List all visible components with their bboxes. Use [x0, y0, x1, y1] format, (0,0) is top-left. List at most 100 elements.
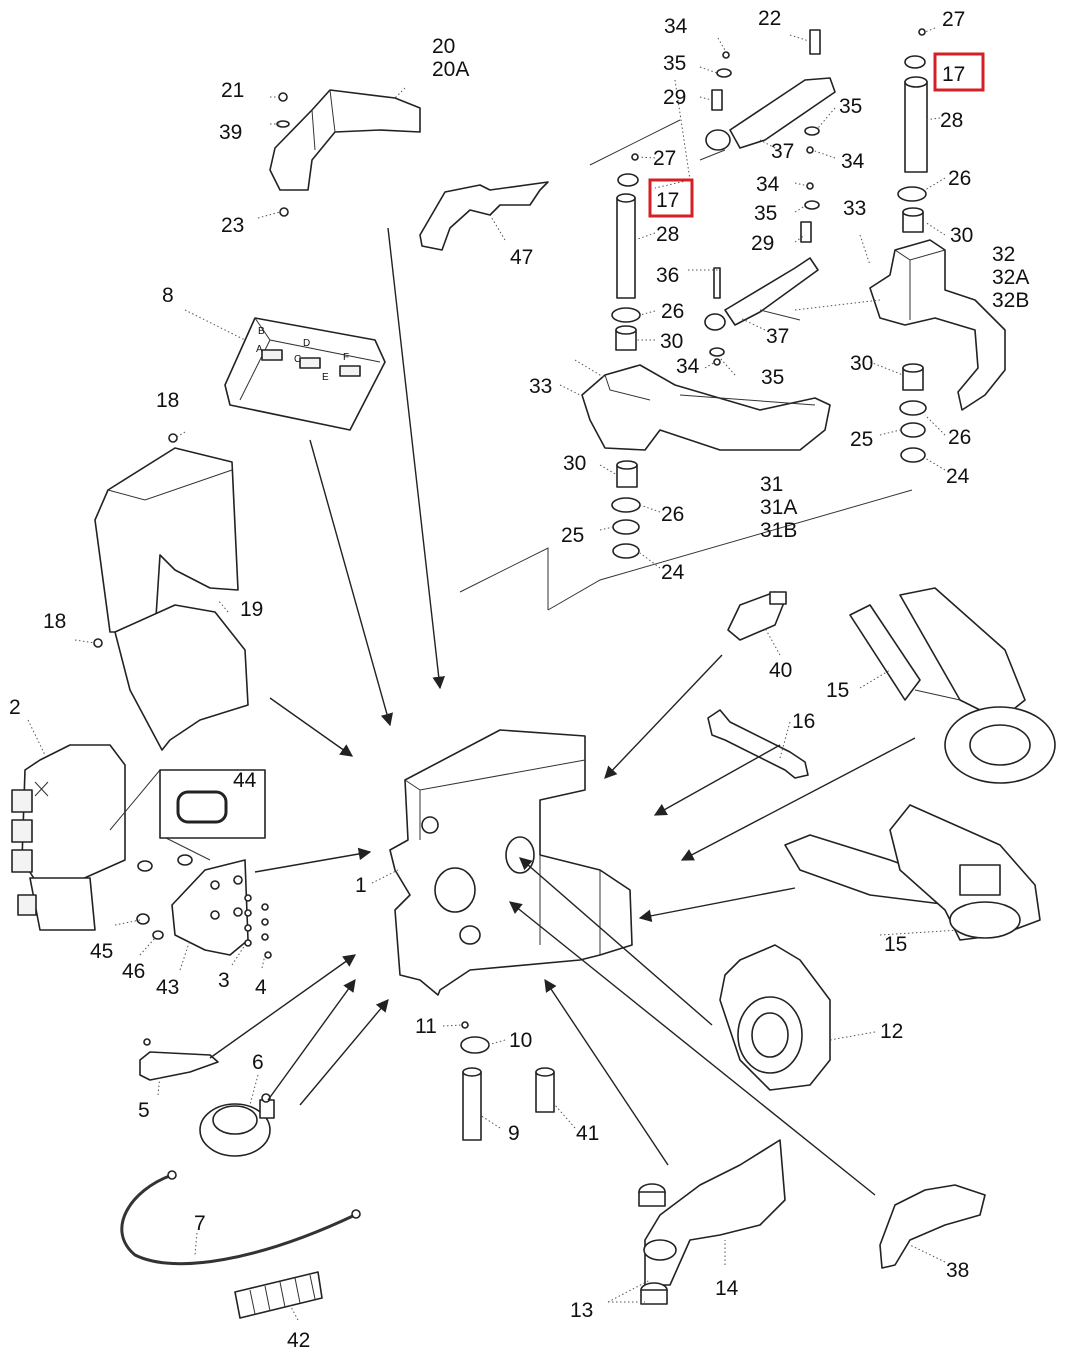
part-10-clip	[460, 1036, 490, 1054]
part-46-washer	[152, 930, 164, 940]
label-4: 4	[255, 976, 267, 999]
label-26-a: 26	[661, 300, 684, 323]
label-35-b: 35	[839, 95, 862, 118]
label-34-a: 34	[664, 15, 688, 38]
label-12: 12	[880, 1020, 903, 1043]
part-36-pin	[713, 267, 721, 299]
label-31: 31	[760, 473, 783, 496]
label-8: 8	[162, 284, 174, 307]
connector-label-a: A	[256, 344, 263, 355]
label-44: 44	[233, 769, 257, 792]
label-28-right: 28	[940, 109, 963, 132]
part-38-guard	[879, 1184, 986, 1269]
part-18-screw-left	[93, 638, 103, 648]
label-5: 5	[138, 1099, 150, 1122]
label-45: 45	[90, 940, 113, 963]
label-26-c: 26	[948, 167, 971, 190]
label-20A: 20A	[432, 58, 469, 81]
part-41-bushing	[535, 1067, 555, 1113]
part-1-main-frame	[389, 729, 633, 996]
label-38: 38	[946, 1259, 969, 1282]
part-labels: 1 2 3 4 5 6 7 8 9 10 11 12 13 14 15 15 1…	[9, 7, 1029, 1352]
label-2: 2	[9, 696, 21, 719]
highlight-box-17-left	[648, 178, 694, 218]
part-42-coil-spring	[234, 1271, 323, 1319]
assembly-arrows	[209, 227, 916, 1196]
part-2-valve-block	[11, 744, 126, 931]
label-37-lower: 37	[766, 325, 789, 348]
label-30-c: 30	[950, 224, 973, 247]
part-16-wrench	[707, 709, 809, 779]
highlighted-part-17-left[interactable]: 17	[648, 178, 694, 218]
part-15-cylinder-top	[849, 587, 1056, 784]
label-39: 39	[219, 121, 242, 144]
part-3-bolts	[244, 894, 252, 947]
part-23-nut	[279, 207, 289, 217]
label-33-right: 33	[843, 197, 866, 220]
connector-label-d: D	[303, 338, 310, 349]
label-27-left: 27	[653, 147, 676, 170]
label-17-right: 17	[942, 63, 965, 86]
label-34-d: 34	[676, 355, 700, 378]
connector-label-b: B	[258, 326, 265, 337]
part-14-lower-arm	[643, 1139, 786, 1286]
label-32B: 32B	[992, 289, 1029, 312]
label-43: 43	[156, 976, 179, 999]
part-27-screw-right	[918, 28, 926, 36]
part-20-fender-bracket	[269, 89, 421, 191]
part-37-cylinder-upper	[705, 77, 836, 151]
part-washers-pair	[137, 854, 193, 872]
label-32A: 32A	[992, 266, 1029, 289]
part-13-bushing-top	[638, 1183, 666, 1207]
label-24-right: 24	[946, 465, 970, 488]
label-9: 9	[508, 1122, 520, 1145]
label-33-left: 33	[529, 375, 552, 398]
part-34-35-hardware	[709, 51, 820, 366]
label-34-b: 34	[841, 150, 865, 173]
label-20: 20	[432, 35, 455, 58]
label-14: 14	[715, 1277, 739, 1300]
label-7: 7	[194, 1212, 206, 1235]
label-35-a: 35	[663, 52, 686, 75]
leader-lines	[27, 27, 961, 1321]
part-45-washer	[136, 913, 150, 925]
part-26-30-stack-right-top	[897, 186, 927, 233]
label-24-left: 24	[661, 561, 685, 584]
part-9-pin	[462, 1067, 482, 1141]
part-12-motor	[719, 944, 831, 1091]
label-37-upper: 37	[771, 140, 794, 163]
label-26-d: 26	[948, 426, 971, 449]
label-31A: 31A	[760, 496, 797, 519]
connector-label-f: F	[343, 352, 349, 363]
label-10: 10	[509, 1029, 532, 1052]
part-13-bushing-bottom	[640, 1282, 668, 1305]
label-29-lower: 29	[751, 232, 774, 255]
label-18-top: 18	[156, 389, 179, 412]
label-25-right: 25	[850, 428, 873, 451]
part-27-screw-left	[631, 153, 639, 161]
part-30-24-stack-right-bottom	[899, 363, 927, 463]
label-35-d: 35	[761, 366, 784, 389]
label-1: 1	[355, 874, 367, 897]
label-35-c: 35	[754, 202, 777, 225]
label-17-left: 17	[656, 189, 679, 212]
label-29-upper: 29	[663, 86, 686, 109]
label-15-bottom: 15	[884, 933, 907, 956]
label-15-top: 15	[826, 679, 849, 702]
part-40-fitting	[727, 591, 787, 641]
part-22-pin	[809, 29, 821, 55]
label-27-right: 27	[942, 8, 965, 31]
part-17-clip-left	[617, 173, 639, 187]
highlighted-part-17-right[interactable]: 17	[933, 52, 985, 92]
highlight-box-17-right	[933, 52, 985, 92]
part-31-swing-arm	[581, 364, 831, 451]
label-32: 32	[992, 243, 1015, 266]
part-4-bolts	[261, 903, 272, 959]
part-30-24-stack-left-bottom	[611, 460, 641, 559]
part-26-30-stack-left-top	[611, 307, 641, 351]
part-19-cover	[94, 447, 249, 751]
part-5-bracket	[139, 1038, 219, 1081]
label-30-a: 30	[660, 330, 683, 353]
part-32-swing-arm	[869, 239, 1006, 411]
